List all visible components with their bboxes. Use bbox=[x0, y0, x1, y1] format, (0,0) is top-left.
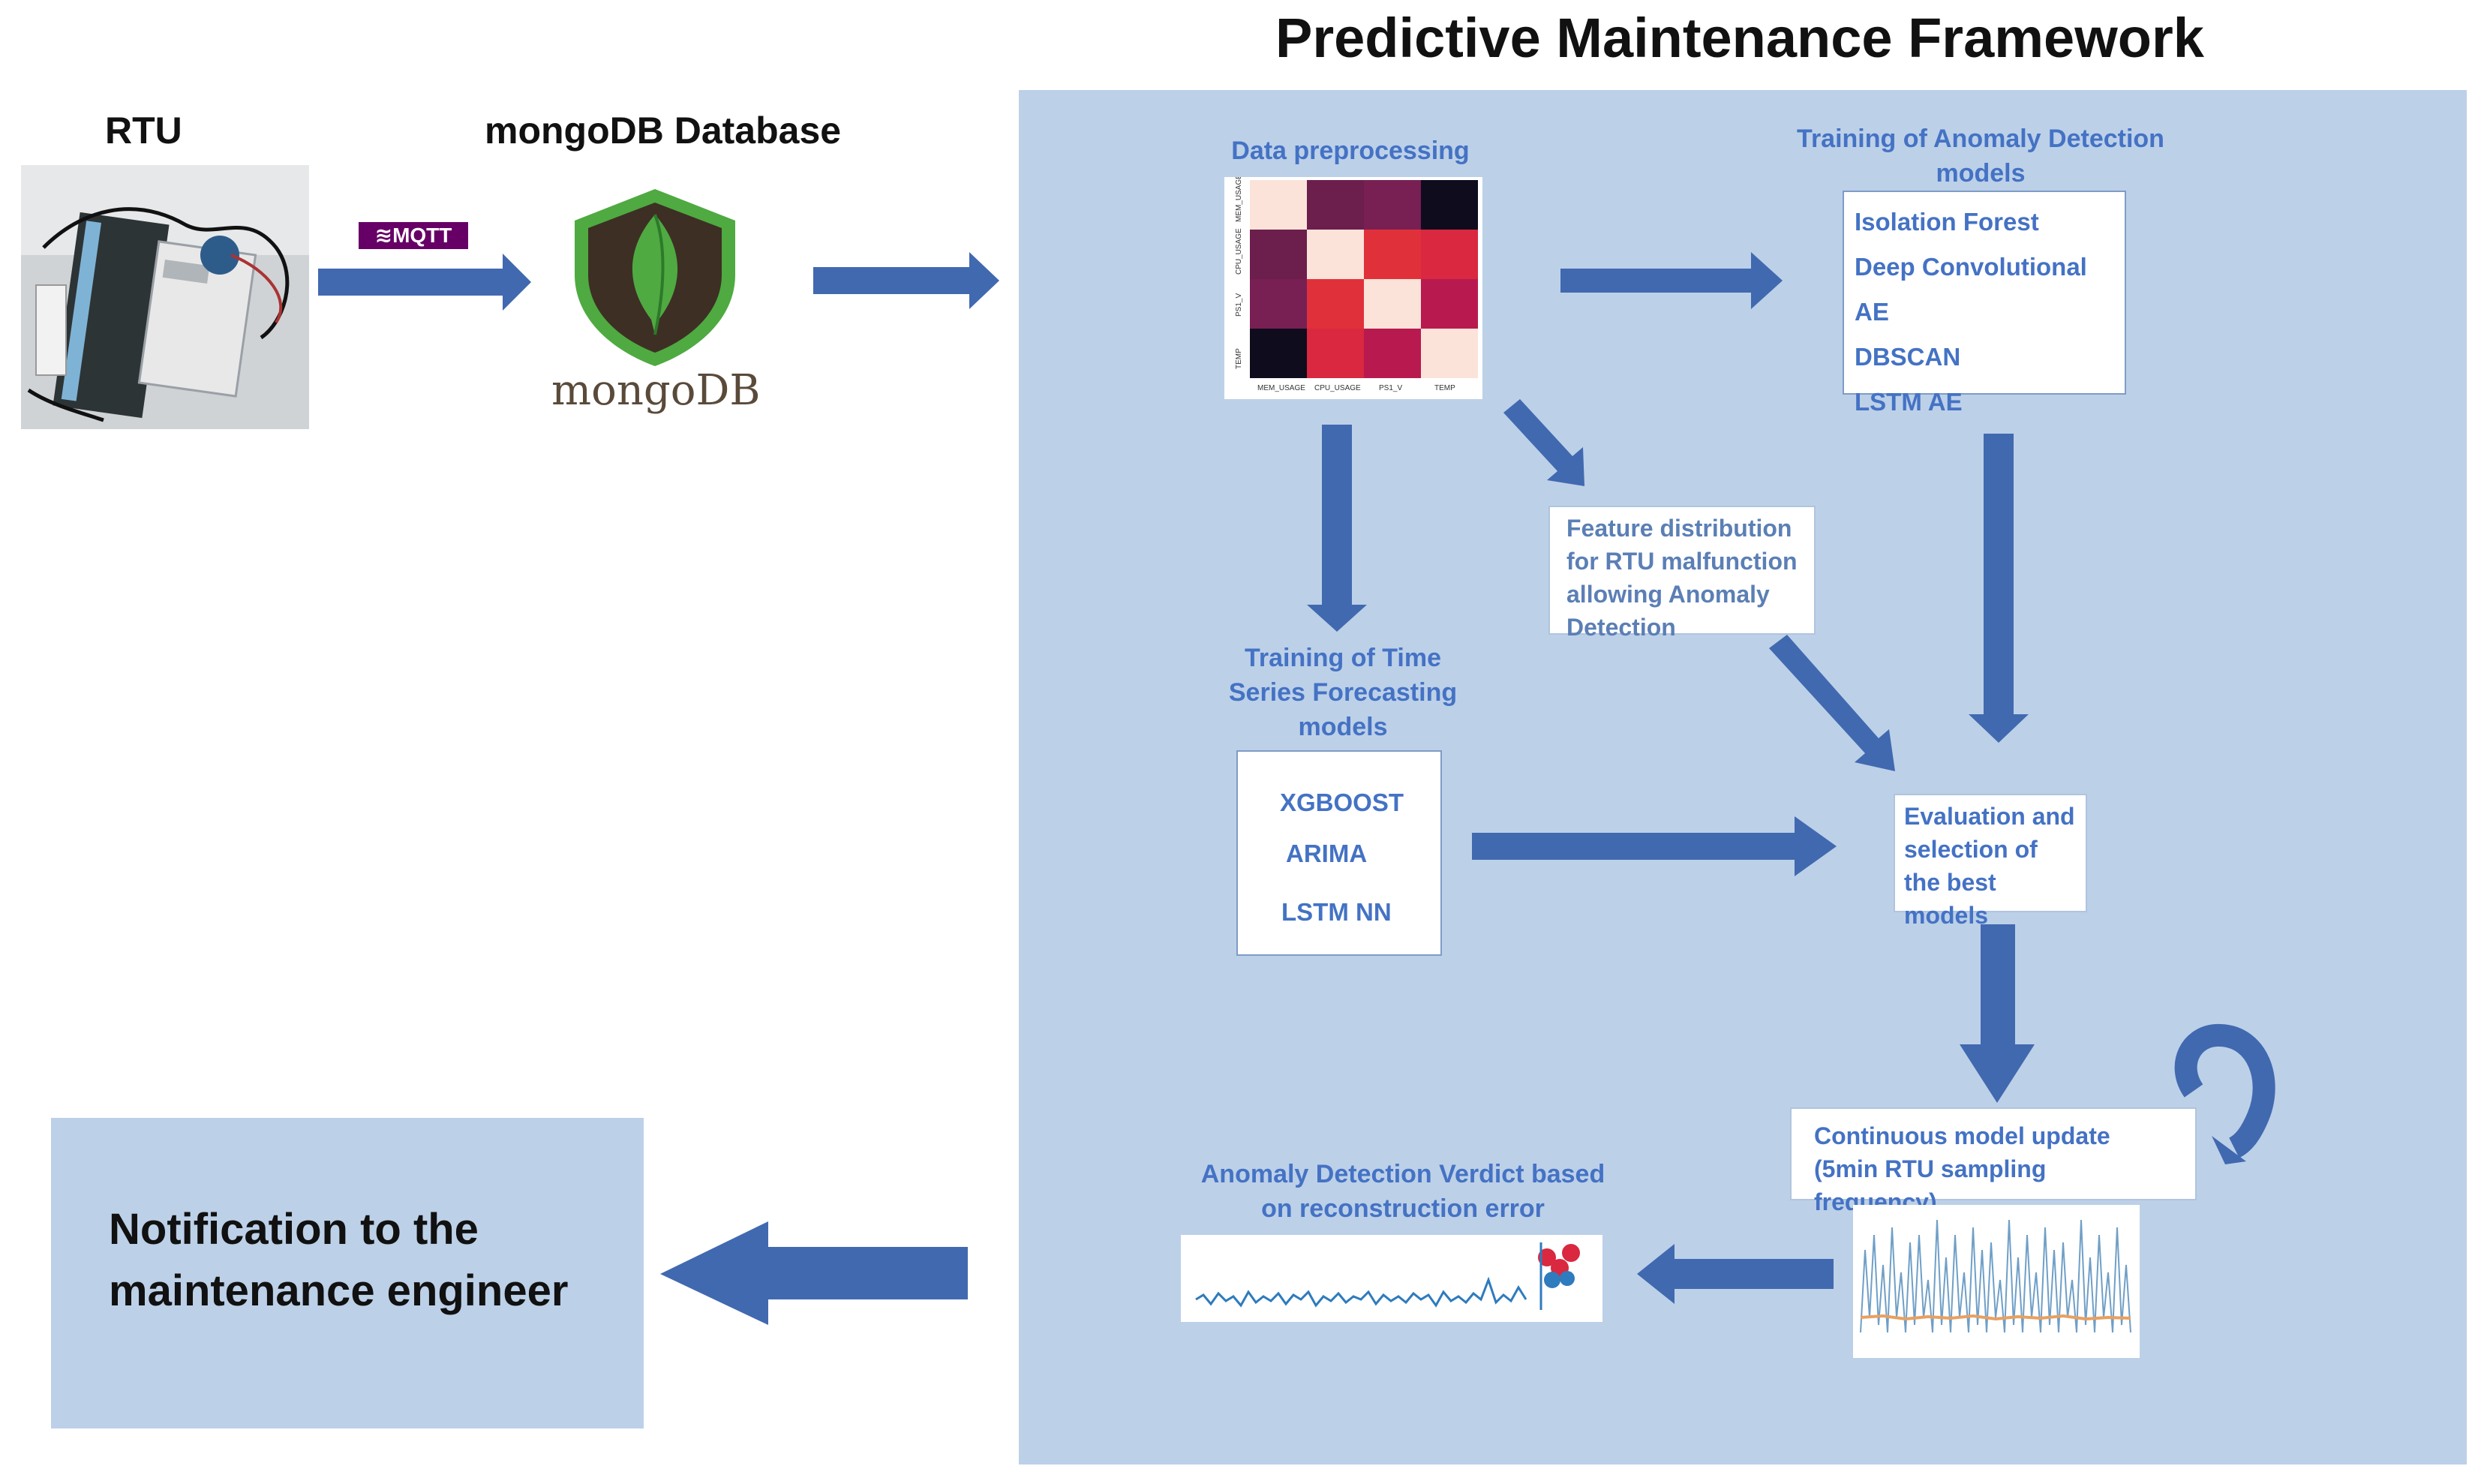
wifi-icon: ≋ bbox=[374, 224, 393, 247]
mqtt-badge: ≋MQTT bbox=[359, 222, 468, 249]
model-item: Isolation Forest bbox=[1855, 208, 2039, 236]
matrix-row-label: PS1_V bbox=[1235, 293, 1243, 317]
anomaly-models-box: Isolation Forest Deep Convolutional AE D… bbox=[1843, 191, 2126, 416]
verdict-label: Anomaly Detection Verdict based on recon… bbox=[1200, 1160, 1605, 1223]
reconstruction-error-plot bbox=[1181, 1235, 1602, 1322]
refresh-arrowhead bbox=[2212, 1136, 2246, 1164]
preprocessing-label: Data preprocessing bbox=[1231, 137, 1470, 165]
anomaly-training-label: Training of Anomaly Detection models bbox=[1797, 125, 2164, 188]
matrix-col-label: MEM_USAGE bbox=[1257, 384, 1305, 392]
model-item: DBSCAN bbox=[1855, 343, 1961, 371]
matrix-row-label: MEM_USAGE bbox=[1235, 177, 1243, 222]
refresh-icon bbox=[2174, 1024, 2275, 1158]
evaluation-box: Evaluation and selection of the best mod… bbox=[1894, 794, 2087, 929]
feature-distribution-box: Feature distribution for RTU malfunction… bbox=[1548, 506, 1816, 641]
model-item: LSTM AE bbox=[1855, 388, 1963, 416]
arrow-right bbox=[1560, 252, 1783, 309]
mqtt-label: MQTT bbox=[392, 224, 452, 247]
arrow-diagonal bbox=[1769, 635, 1895, 771]
arrow-down bbox=[1960, 924, 2035, 1103]
arrow-right bbox=[318, 254, 531, 311]
continuous-update-box: Continuous model update (5min RTU sampli… bbox=[1790, 1107, 2197, 1215]
arrow-left bbox=[1637, 1244, 1834, 1304]
matrix-col-label: PS1_V bbox=[1379, 384, 1402, 392]
arrow-down bbox=[1307, 425, 1367, 632]
matrix-row-label: TEMP bbox=[1235, 348, 1243, 369]
model-item: LSTM NN bbox=[1281, 898, 1392, 926]
mongodb-logo bbox=[569, 185, 741, 369]
page-title: Predictive Maintenance Framework bbox=[1275, 7, 2204, 69]
ts-training-label: Training of Time Series Forecasting mode… bbox=[1228, 644, 1458, 741]
matrix-row-label: CPU_USAGE bbox=[1235, 228, 1243, 275]
arrow-left bbox=[660, 1221, 968, 1325]
notification-box bbox=[51, 1118, 644, 1428]
mongodb-wordmark: mongoDB bbox=[551, 366, 761, 415]
arrow-right bbox=[813, 252, 999, 309]
rtu-label: RTU bbox=[105, 110, 182, 152]
matrix-col-label: CPU_USAGE bbox=[1314, 384, 1361, 392]
notification-text: Notification to the maintenance engineer bbox=[109, 1205, 569, 1315]
db-label: mongoDB Database bbox=[485, 110, 842, 152]
model-item: XGBOOST bbox=[1280, 789, 1404, 816]
rtu-photo bbox=[21, 165, 309, 429]
matrix-col-label: TEMP bbox=[1434, 384, 1455, 392]
arrow-down bbox=[1969, 434, 2029, 743]
correlation-heatmap: MEM_USAGE CPU_USAGE PS1_V TEMP MEM_USAGE… bbox=[1224, 174, 1482, 399]
model-item: ARIMA bbox=[1286, 840, 1368, 867]
model-item: Deep Convolutional AE bbox=[1855, 253, 2087, 326]
ts-models-box: XGBOOST ARIMA LSTM NN bbox=[1236, 750, 1442, 956]
forecast-plot bbox=[1853, 1205, 2140, 1358]
arrow-diagonal bbox=[1503, 399, 1584, 486]
arrow-right bbox=[1472, 816, 1837, 876]
